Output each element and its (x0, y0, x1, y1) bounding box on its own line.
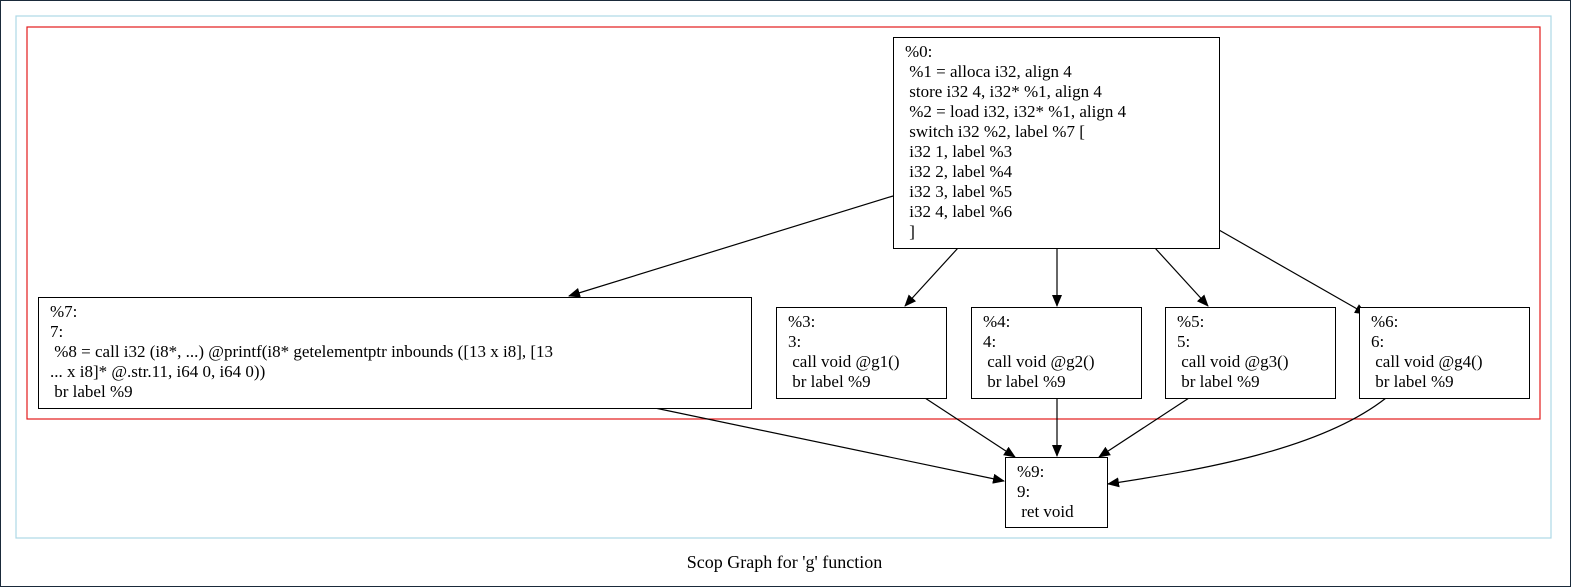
node-4: %4: 4: call void @g2() br label %9 (971, 307, 1142, 399)
node-line: i32 1, label %3 (905, 142, 1013, 161)
node-line: call void @g4() (1371, 352, 1483, 371)
edge-6-to-9 (1107, 397, 1387, 488)
node-line: 9: (1017, 482, 1031, 501)
node-0: %0: %1 = alloca i32, align 4 store i32 4… (893, 37, 1220, 249)
graph-caption: Scop Graph for 'g' function (686, 552, 883, 572)
node-line: i32 2, label %4 (905, 162, 1013, 181)
edge-0-to-3 (904, 247, 959, 307)
node-line: call void @g3() (1177, 352, 1289, 371)
node-7: %7: 7: %8 = call i32 (i8*, ...) @printf(… (38, 297, 752, 409)
node-line: ... x i8]* @.str.11, i64 0, i64 0)) (50, 362, 266, 381)
node-line: br label %9 (50, 382, 133, 401)
node-line: 7: (50, 322, 64, 341)
node-line: br label %9 (983, 372, 1066, 391)
node-line: call void @g2() (983, 352, 1095, 371)
node-line: ] (905, 222, 915, 241)
node-line: i32 4, label %6 (905, 202, 1013, 221)
node-line: switch i32 %2, label %7 [ (905, 122, 1085, 141)
node-line: br label %9 (1371, 372, 1454, 391)
node-line: 6: (1371, 332, 1385, 351)
outer-cluster (15, 15, 1552, 539)
node-line: %3: (788, 312, 816, 331)
node-line: %7: (50, 302, 78, 321)
node-line: 5: (1177, 332, 1191, 351)
node-line: store i32 4, i32* %1, align 4 (905, 82, 1102, 101)
node-line: call void @g1() (788, 352, 900, 371)
node-6: %6: 6: call void @g4() br label %9 (1359, 307, 1530, 399)
edge-7-to-9 (654, 407, 1005, 484)
node-line: %1 = alloca i32, align 4 (905, 62, 1072, 81)
node-line: %8 = call i32 (i8*, ...) @printf(i8* get… (50, 342, 554, 361)
node-line: 4: (983, 332, 997, 351)
edge-0-to-7 (568, 195, 894, 298)
node-line: %6: (1371, 312, 1399, 331)
node-line: br label %9 (788, 372, 871, 391)
node-line: ret void (1017, 502, 1074, 521)
node-line: %2 = load i32, i32* %1, align 4 (905, 102, 1127, 121)
node-line: 3: (788, 332, 802, 351)
edge-5-to-9 (1098, 397, 1190, 458)
node-5: %5: 5: call void @g3() br label %9 (1165, 307, 1336, 399)
node-3: %3: 3: call void @g1() br label %9 (776, 307, 947, 399)
node-line: %0: (905, 42, 933, 61)
node-line: %4: (983, 312, 1011, 331)
node-9: %9: 9: ret void (1005, 457, 1108, 528)
node-line: %5: (1177, 312, 1205, 331)
inner-cluster (26, 26, 1541, 420)
node-line: br label %9 (1177, 372, 1260, 391)
edge-3-to-9 (924, 397, 1016, 458)
edge-0-to-6 (1218, 229, 1367, 315)
edge-0-to-5 (1154, 247, 1209, 307)
node-line: i32 3, label %5 (905, 182, 1013, 201)
node-line: %9: (1017, 462, 1045, 481)
